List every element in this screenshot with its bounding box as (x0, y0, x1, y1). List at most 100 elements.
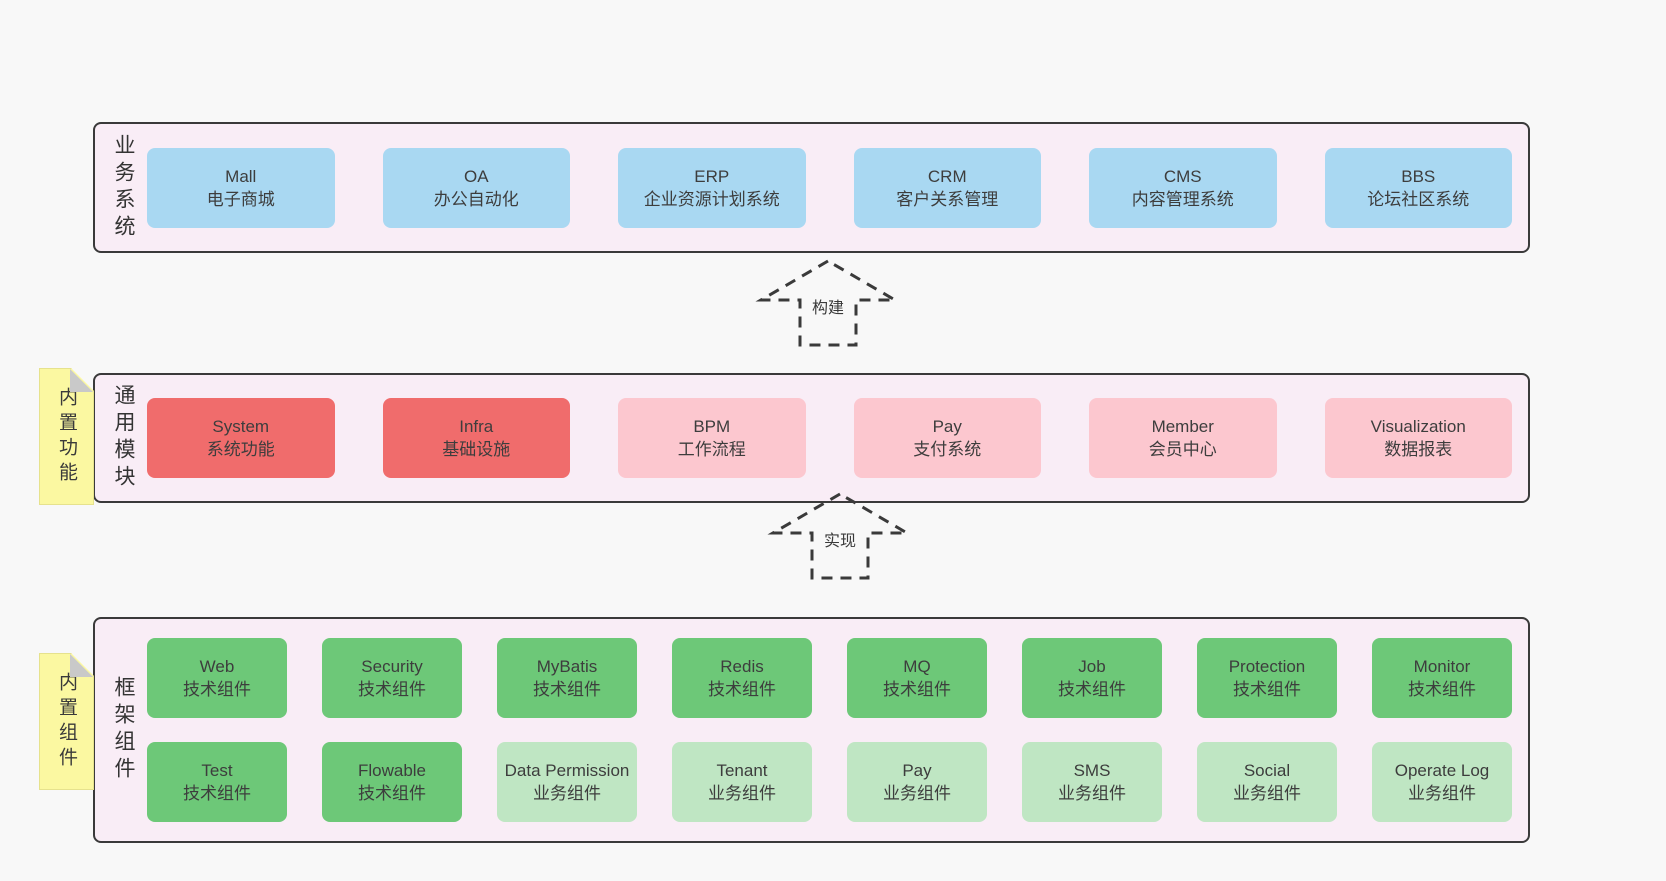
sticky-note-text: 内置功能 (56, 386, 77, 487)
module-box-pay: Pay 业务组件 (847, 742, 987, 822)
module-box-protection: Protection 技术组件 (1197, 638, 1337, 718)
up-arrow-icon (767, 492, 913, 580)
box-title: Mall (225, 166, 257, 186)
box-title: MyBatis (536, 657, 598, 676)
box-subtitle: 技术组件 (183, 784, 251, 803)
module-box-monitor: Monitor 技术组件 (1372, 638, 1512, 718)
box-title: Visualization (1370, 417, 1466, 436)
layer-label-framework-components: 框架组件 (112, 676, 135, 784)
arrow-implement-label: 实现 (819, 526, 861, 552)
module-box-member: Member 会员中心 (1089, 398, 1277, 478)
box-subtitle: 技术组件 (358, 680, 426, 699)
box-subtitle: 业务组件 (1233, 784, 1301, 803)
up-arrow-icon (755, 259, 901, 347)
box-title: Pay (932, 417, 962, 436)
module-box-oa: OA 办公自动化 (382, 147, 570, 228)
box-title: MQ (903, 657, 931, 676)
box-subtitle: 论坛社区系统 (1367, 189, 1470, 209)
box-title: CRM (927, 166, 967, 186)
box-title: Infra (459, 417, 494, 436)
module-box-system: System 系统功能 (147, 398, 335, 478)
arrow-build-label: 构建 (807, 293, 849, 319)
box-subtitle: 技术组件 (1058, 680, 1126, 699)
box-title: Pay (902, 761, 932, 780)
module-box-job: Job 技术组件 (1022, 638, 1162, 718)
box-title: Test (201, 761, 233, 780)
box-subtitle: 技术组件 (708, 680, 776, 699)
module-box-tenant: Tenant 业务组件 (672, 742, 812, 822)
box-subtitle: 系统功能 (206, 440, 275, 459)
box-title: ERP (694, 166, 730, 186)
module-box-web: Web 技术组件 (147, 638, 287, 718)
box-subtitle: 业务组件 (533, 784, 601, 803)
box-subtitle: 技术组件 (183, 680, 251, 699)
box-subtitle: 业务组件 (883, 784, 951, 803)
box-title: BBS (1401, 166, 1436, 186)
module-box-bbs: BBS 论坛社区系统 (1324, 147, 1512, 228)
box-title: System (212, 417, 270, 436)
box-title: OA (463, 166, 489, 186)
module-box-data-permission: Data Permission 业务组件 (497, 742, 637, 822)
box-title: BPM (693, 417, 731, 436)
box-title: Web (199, 657, 235, 676)
box-title: SMS (1073, 761, 1111, 780)
box-title: Social (1243, 761, 1291, 780)
box-subtitle: 电子商城 (206, 189, 275, 209)
box-subtitle: 技术组件 (1233, 680, 1301, 699)
module-box-social: Social 业务组件 (1197, 742, 1337, 822)
box-title: CMS (1163, 166, 1202, 186)
module-box-mybatis: MyBatis 技术组件 (497, 638, 637, 718)
sticky-note-built-in-features: 内置功能 (39, 368, 94, 505)
box-subtitle: 客户关系管理 (896, 189, 999, 209)
box-subtitle: 办公自动化 (433, 189, 519, 209)
box-title: Redis (720, 657, 764, 676)
box-title: Member (1151, 417, 1214, 436)
folded-corner-icon (70, 654, 93, 677)
folded-corner-icon (70, 369, 93, 392)
module-box-test: Test 技术组件 (147, 742, 287, 822)
box-subtitle: 技术组件 (1408, 680, 1476, 699)
box-title: Flowable (357, 761, 427, 780)
box-subtitle: 业务组件 (708, 784, 776, 803)
box-subtitle: 会员中心 (1148, 440, 1217, 459)
module-box-security: Security 技术组件 (322, 638, 462, 718)
box-title: Tenant (716, 761, 768, 780)
box-subtitle: 基础设施 (442, 440, 511, 459)
box-subtitle: 业务组件 (1058, 784, 1126, 803)
module-box-mq: MQ 技术组件 (847, 638, 987, 718)
box-subtitle: 数据报表 (1384, 440, 1453, 459)
box-title: Data Permission (504, 761, 630, 780)
module-box-sms: SMS 业务组件 (1022, 742, 1162, 822)
box-title: Monitor (1413, 657, 1471, 676)
box-subtitle: 工作流程 (677, 440, 746, 459)
box-title: Security (361, 657, 423, 676)
layer-label-business-systems: 业务系统 (112, 133, 135, 242)
sticky-note-built-in-components: 内置组件 (39, 653, 94, 790)
arrow-build: 构建 (753, 257, 903, 349)
box-title: Protection (1228, 657, 1306, 676)
module-box-mall: Mall 电子商城 (147, 147, 335, 228)
sticky-note-text: 内置组件 (56, 671, 77, 772)
module-box-redis: Redis 技术组件 (672, 638, 812, 718)
arrow-implement: 实现 (765, 490, 915, 582)
box-subtitle: 技术组件 (533, 680, 601, 699)
box-title: Job (1078, 657, 1106, 676)
module-box-infra: Infra 基础设施 (382, 398, 570, 478)
box-subtitle: 技术组件 (883, 680, 951, 699)
layer-label-common-modules: 通用模块 (112, 384, 135, 492)
